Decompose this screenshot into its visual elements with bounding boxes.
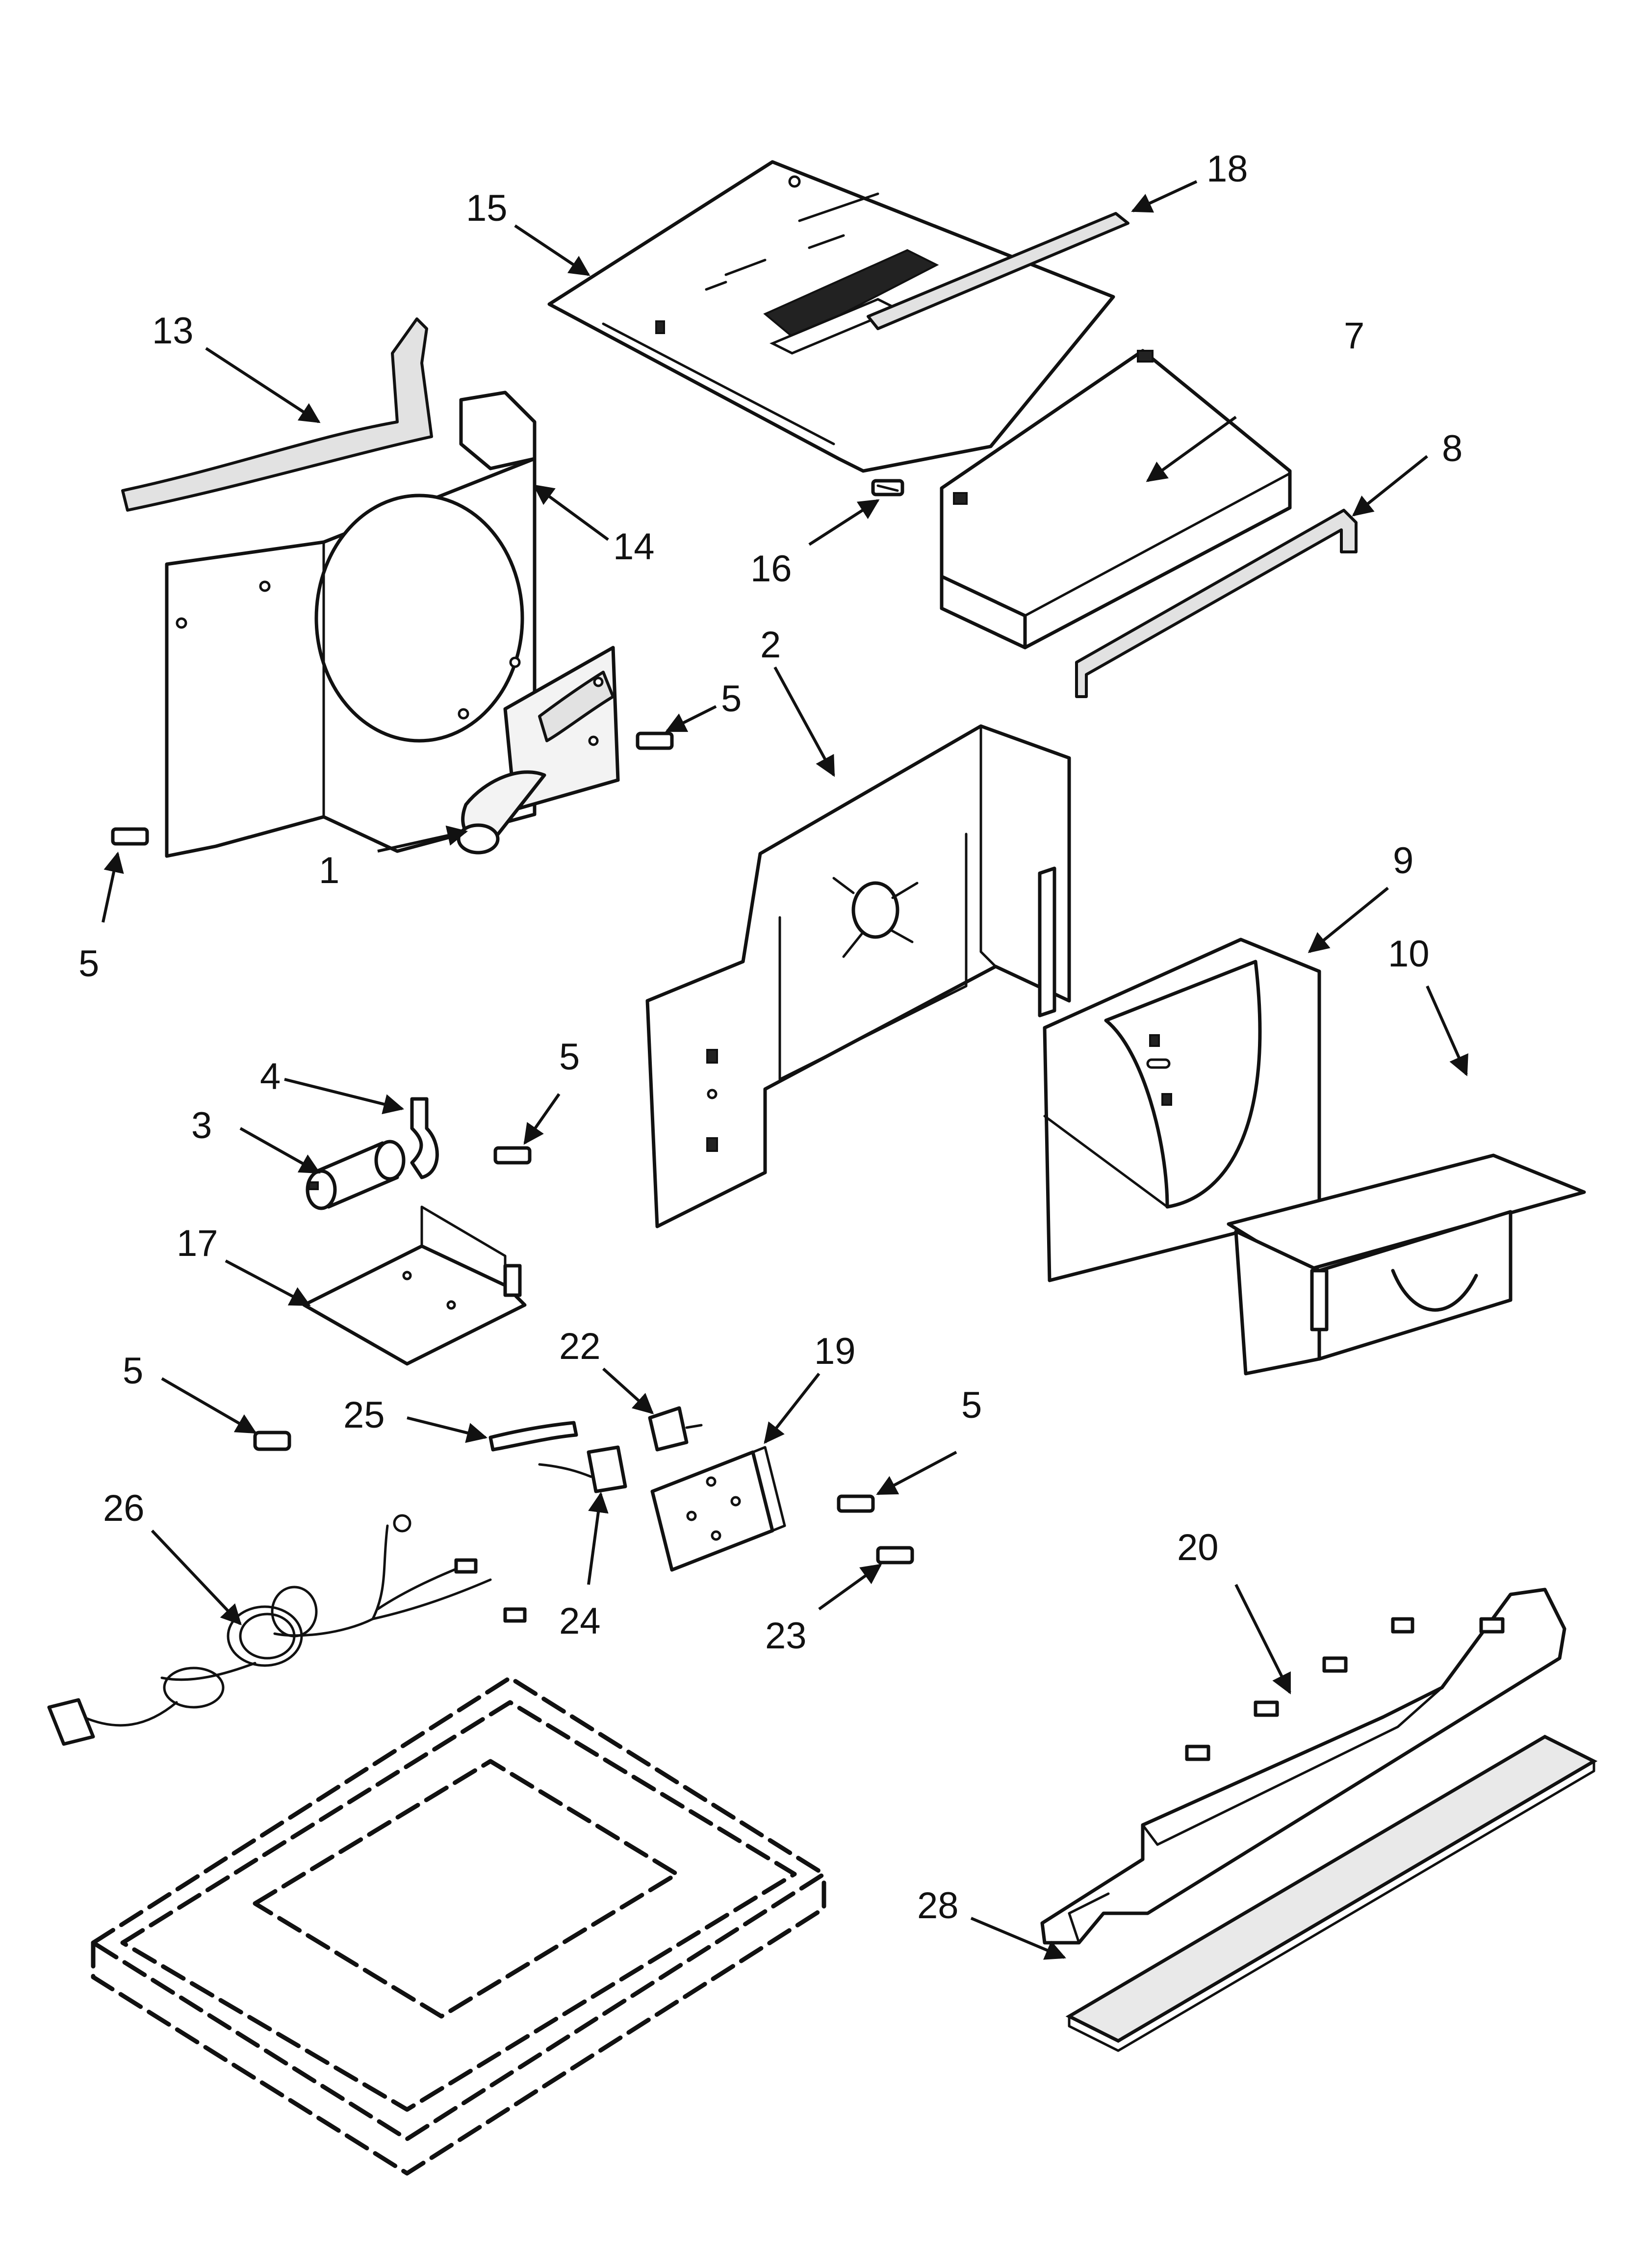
callout-15: 15 [466,187,508,229]
leader-2 [773,666,835,777]
callout-18: 18 [1206,148,1248,190]
leader-3 [239,1127,321,1174]
leader-5b [102,851,124,923]
part-23-screw [876,1546,914,1564]
part-3-capacitor [306,1140,406,1210]
callout-22: 22 [559,1326,601,1367]
leader-lines [102,180,1468,1960]
leader-19 [764,1373,821,1444]
callout-3: 3 [191,1105,212,1147]
part-5-screw-a [636,731,674,750]
leader-16 [808,499,880,546]
callout-9: 9 [1393,840,1413,882]
callout-labels: 1 2 3 4 5 5 5 5 5 7 8 9 10 13 14 15 16 1… [78,148,1462,1927]
leader-5c [523,1093,561,1145]
part-14-shroud [165,391,620,858]
part-16-screw [871,479,904,496]
callout-5e: 5 [961,1384,982,1426]
part-26-power-cord [47,1514,527,1746]
leader-10 [1426,985,1468,1076]
leader-22 [602,1367,654,1414]
part-2-orifice-panel [645,724,1071,1228]
leader-18 [1131,180,1198,213]
leader-1 [377,825,468,853]
leader-5a [665,705,717,732]
part-17-capacitor-bracket [302,1205,527,1366]
callout-5a: 5 [721,678,742,720]
callout-5d: 5 [123,1350,143,1392]
callout-16: 16 [750,548,792,590]
part-20-drain-pan [1040,1588,1566,1945]
part-1-drain-knob [457,770,546,855]
leader-20 [1234,1584,1291,1694]
leader-25 [407,1416,488,1443]
callout-5b: 5 [78,943,99,985]
part-19-control-plate [650,1446,786,1572]
callout-20: 20 [1177,1527,1219,1568]
callout-17: 17 [177,1223,218,1264]
callout-5c: 5 [559,1036,580,1078]
part-28-filter-pad [1065,1735,1598,2052]
leader-26 [151,1529,242,1626]
part-22-switch [648,1406,703,1452]
part-5-screw-b [111,827,149,846]
callout-28: 28 [917,1885,959,1927]
leader-13 [205,347,321,423]
leader-4 [284,1078,405,1115]
part-24-switch [538,1445,627,1493]
part-13-gasket [121,317,433,512]
callout-19: 19 [814,1330,856,1372]
callout-24: 24 [559,1600,601,1642]
part-5-screw-c [493,1146,532,1165]
part-15-top-cover [547,160,1115,473]
part-7-cover-box [940,349,1292,650]
callout-7: 7 [1344,315,1364,357]
leader-7 [1146,416,1237,482]
callout-25: 25 [343,1394,385,1436]
leader-15 [514,224,590,276]
callout-14: 14 [613,526,655,568]
callout-4: 4 [260,1056,281,1097]
part-5-screw-d [253,1431,291,1451]
callout-23: 23 [765,1615,807,1657]
base-pan-outline [91,1675,826,2176]
part-9-scroll-housing [1043,938,1321,1282]
callout-1: 1 [319,850,339,891]
leader-8 [1352,455,1428,517]
part-25-tube [488,1421,578,1452]
part-10-panel [1227,1153,1586,1376]
part-18-gasket-strip [867,212,1129,330]
leader-5e [876,1451,957,1495]
leader-17 [225,1259,311,1306]
part-8-strip [1075,509,1358,698]
callout-2: 2 [760,624,781,666]
leader-28 [970,1917,1066,1960]
leader-24 [587,1491,609,1585]
leader-5d [161,1377,257,1434]
leader-14 [533,484,609,541]
callout-8: 8 [1442,428,1462,469]
part-4-bracket [410,1097,439,1179]
leader-9 [1308,886,1389,953]
part-5-screw-e [837,1494,875,1513]
callout-10: 10 [1388,933,1430,975]
callout-13: 13 [152,310,194,352]
callout-26: 26 [103,1487,145,1529]
leader-23 [818,1564,882,1611]
